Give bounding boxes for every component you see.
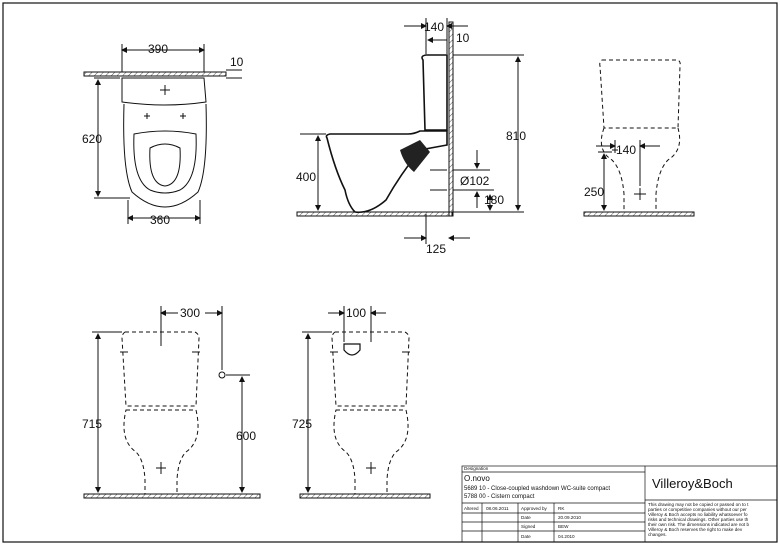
side-view-floor <box>296 211 453 217</box>
front-view-left-cistern <box>121 331 200 407</box>
tb-disclaimer-line: Villeroy & Boch accepts no liability wha… <box>648 512 748 517</box>
tb-signed-label: Signed <box>521 524 536 529</box>
dim-side-outlet-distance: 125 <box>426 242 446 256</box>
dim-side-total-height: 810 <box>506 129 526 143</box>
dim-back-inlet-height: 250 <box>584 185 604 199</box>
front-view-right-floor <box>299 493 431 499</box>
side-view <box>296 18 524 244</box>
side-view-cistern <box>421 54 448 131</box>
dim-side-outlet-height: 180 <box>484 193 504 207</box>
dim-side-cistern-depth: 140 <box>424 20 444 34</box>
dim-front-total-height: 715 <box>82 417 102 431</box>
dim-top-rim: 10 <box>230 55 244 69</box>
back-view-floor <box>583 211 695 217</box>
front-view-right-cistern <box>331 331 410 407</box>
tb-designation-label: Designation <box>464 466 489 471</box>
tb-product-name: O.novo <box>464 474 490 483</box>
front-view-right <box>299 306 431 499</box>
tb-altered-date: 08.06.2011 <box>486 506 509 511</box>
front-view-right-bowl <box>333 409 409 495</box>
front-view-left-floor <box>83 493 261 499</box>
tb-line-2: 5788 00 - Cistern compact <box>464 494 535 500</box>
back-view <box>583 59 695 217</box>
tb-approved-value: RK <box>558 506 565 511</box>
dim-side-bowl-height: 400 <box>296 170 316 184</box>
front-view-left-bowl <box>123 409 199 495</box>
dim-front2-button-width: 100 <box>346 306 366 320</box>
top-view-bowl-outer <box>123 103 207 208</box>
dim-front-inlet-offset: 300 <box>180 306 200 320</box>
dim-front-inlet-height: 600 <box>236 429 256 443</box>
tb-disclaimer-line: changes. <box>648 532 667 537</box>
front-view-left <box>83 306 261 499</box>
dim-top-base-width: 360 <box>150 213 170 227</box>
tb-disclaimer-line: risks and technical drawings. Other part… <box>648 517 749 522</box>
dim-top-depth: 620 <box>82 132 102 146</box>
tb-date2-label: Date <box>521 534 531 539</box>
sheet-border <box>2 2 778 543</box>
tb-disclaimer-line: Villeroy & Boch reserves the right to ma… <box>648 527 743 532</box>
tb-line-1: 5689 10 - Close-coupled washdown WC-suit… <box>464 486 610 492</box>
tb-date-value: 20.09.2010 <box>558 515 581 520</box>
dim-top-width: 390 <box>148 42 168 56</box>
tb-altered-label: Altered <box>464 506 479 511</box>
title-block <box>461 465 778 543</box>
top-view-cistern <box>121 77 207 106</box>
top-view <box>83 44 242 224</box>
top-view-wall <box>83 71 227 77</box>
tb-approved-label: Approved by <box>521 506 547 511</box>
brand-logo: Villeroy&Boch <box>652 476 733 491</box>
dim-back-inlet-offset: 140 <box>616 143 636 157</box>
tb-disclaimer-line: This drawing may not be copied or passed… <box>648 502 749 507</box>
flush-button-icon <box>343 343 361 356</box>
dim-side-cistern-offset: 10 <box>456 31 470 45</box>
tb-date2-value: 04.2010 <box>558 534 575 539</box>
side-view-bowl <box>325 130 448 214</box>
side-view-wall <box>448 21 454 217</box>
side-view-trapway <box>400 140 430 172</box>
top-view-seat-opening <box>149 143 181 187</box>
tb-disclaimer-line: parties or competitive companies without… <box>648 507 747 512</box>
tb-date-label: Date <box>521 515 531 520</box>
tb-signed-value: BEW <box>558 524 569 529</box>
dim-side-outlet-diameter: Ø102 <box>460 174 490 188</box>
tb-disclaimer-line: their own risk. The dimensions indicated… <box>648 522 749 527</box>
top-view-bowl-inner <box>133 130 197 194</box>
dim-front2-total-height: 725 <box>292 417 312 431</box>
back-view-cistern <box>599 59 681 129</box>
